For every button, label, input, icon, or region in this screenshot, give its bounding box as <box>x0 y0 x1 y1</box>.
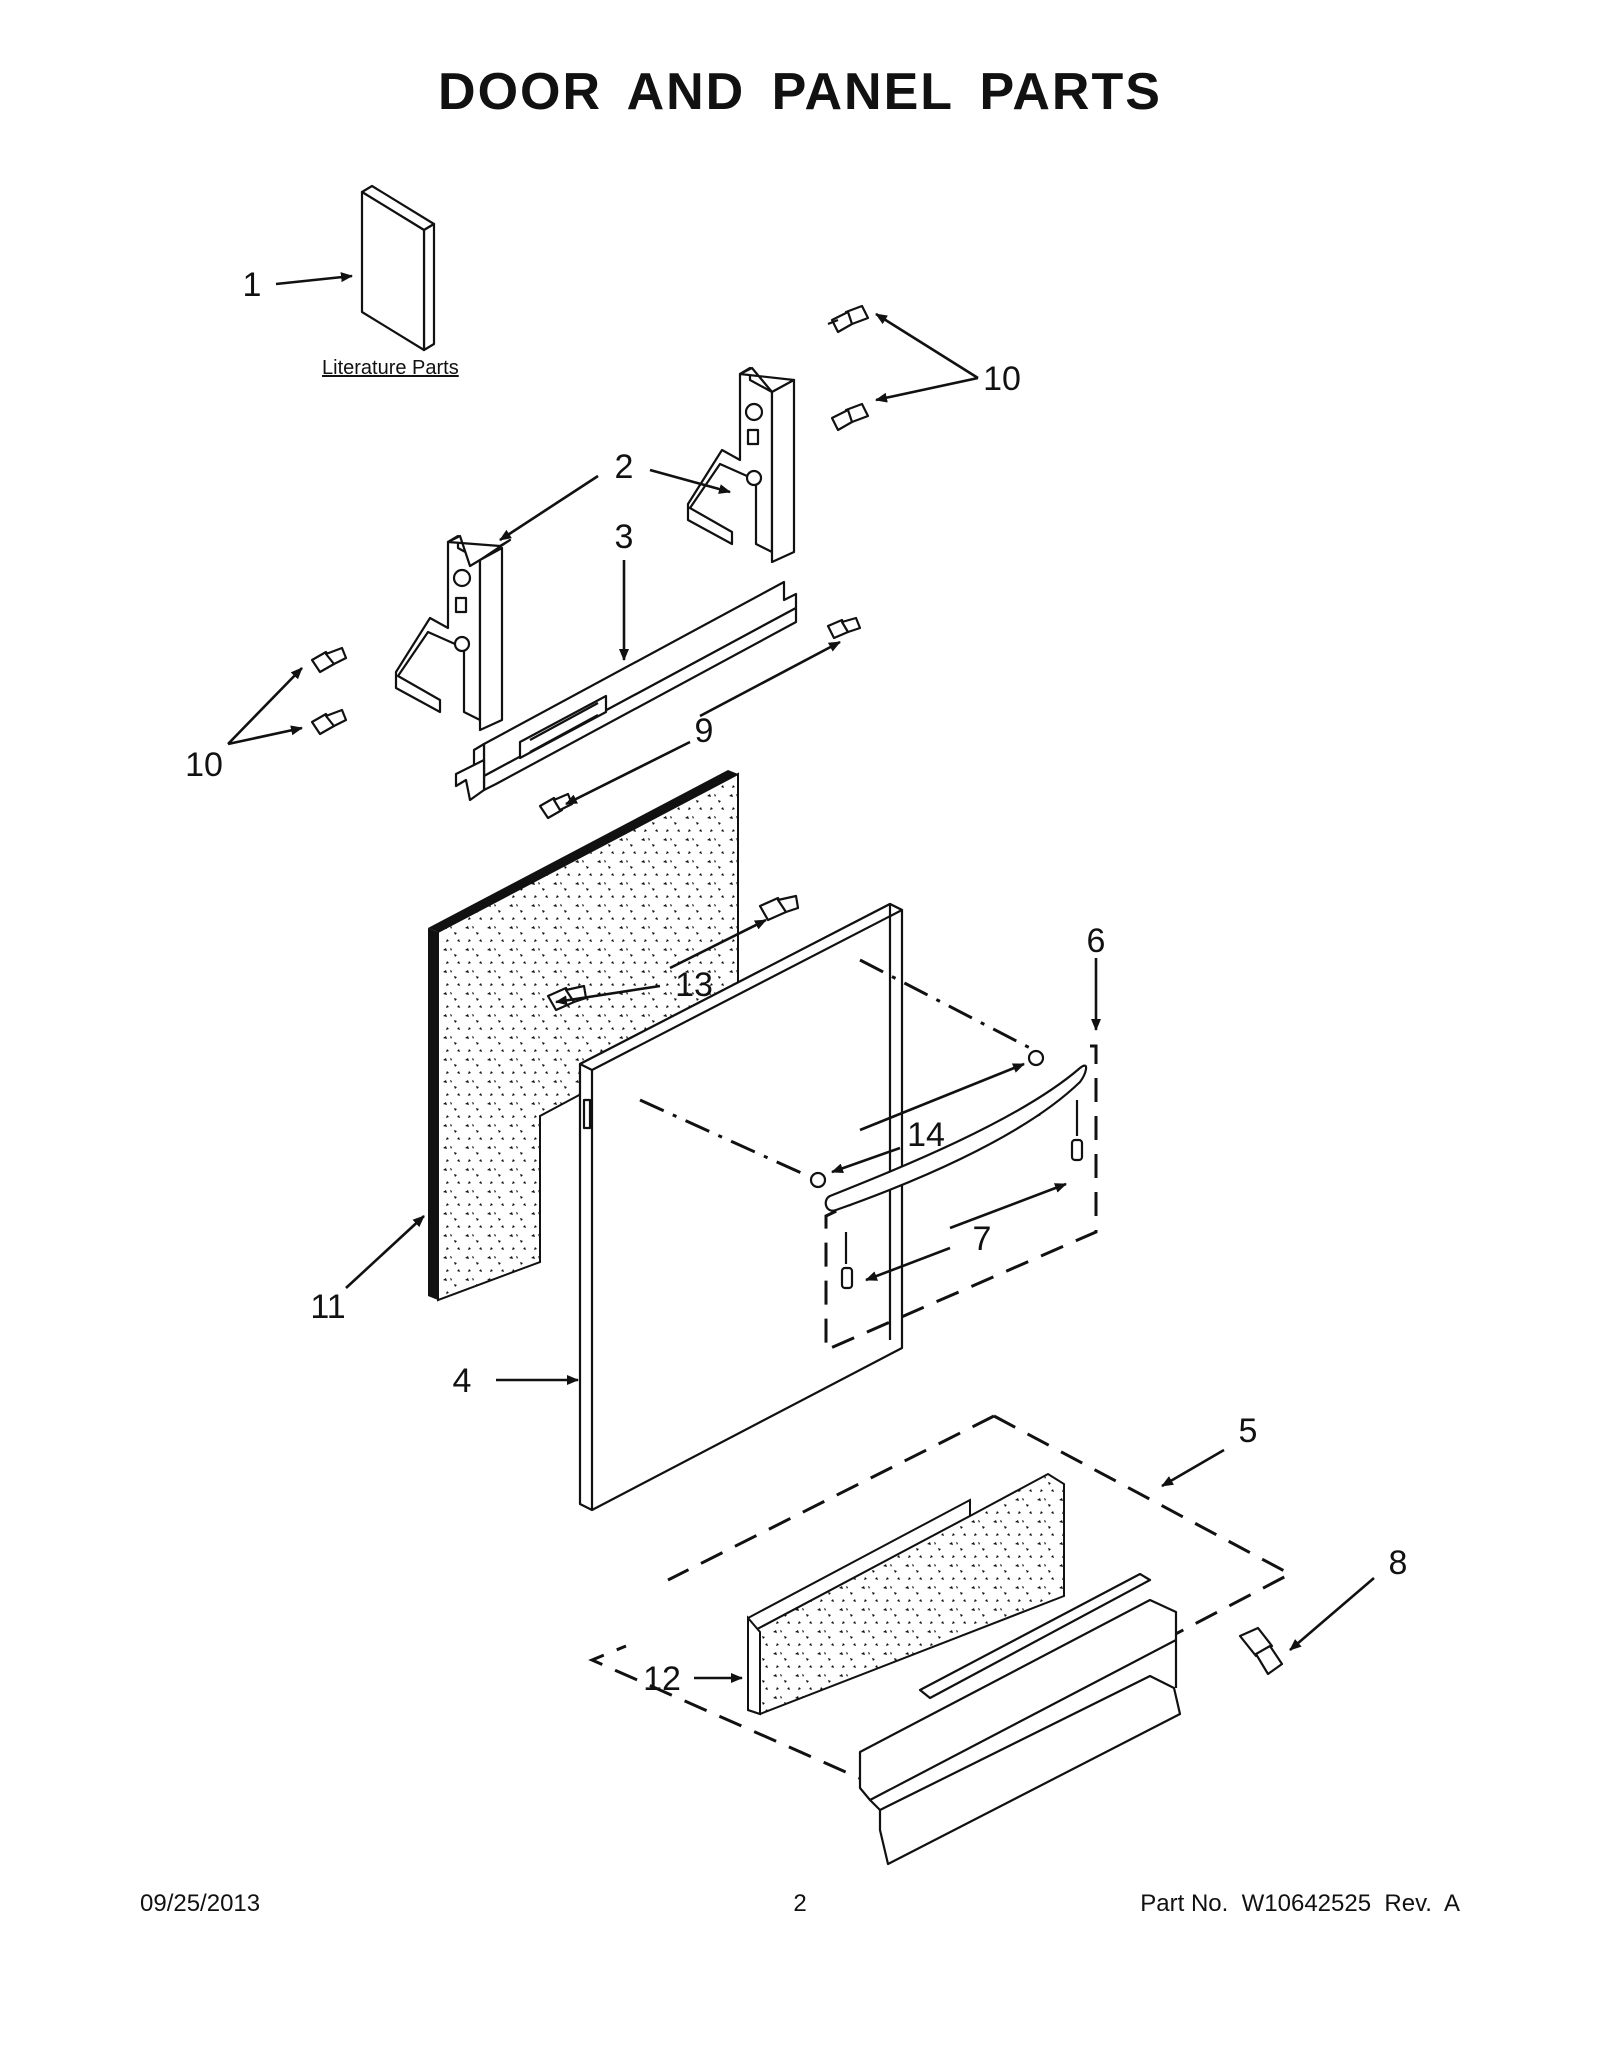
callout-10-left: 10 <box>185 746 223 784</box>
literature-parts-booklet <box>360 184 436 352</box>
callout-5: 5 <box>1239 1412 1258 1450</box>
handle-pin-b <box>840 1266 854 1290</box>
footer-date: 09/25/2013 <box>140 1890 261 1917</box>
callout-10-right: 10 <box>983 360 1021 398</box>
toe-kick-insulation <box>747 1472 1065 1716</box>
screw-10-c <box>310 646 348 674</box>
screw-9-a <box>826 616 862 640</box>
literature-parts-label: Literature Parts <box>322 357 459 379</box>
screw-13-a <box>758 894 800 922</box>
door-handle <box>809 1049 1088 1212</box>
toe-panel-screw <box>1238 1626 1284 1676</box>
door-trim-channel <box>454 580 798 802</box>
footer-page-number: 2 <box>793 1890 807 1917</box>
callout-12: 12 <box>643 1660 681 1698</box>
callout-2: 2 <box>615 448 634 486</box>
callout-8: 8 <box>1389 1544 1408 1582</box>
screw-10-d <box>310 708 348 736</box>
callout-7: 7 <box>973 1220 992 1258</box>
callout-3: 3 <box>615 518 634 556</box>
toe-kick-panel <box>858 1572 1182 1866</box>
screw-10-a <box>827 304 870 334</box>
door-hinge-bracket-left <box>394 534 512 732</box>
screw-9-b <box>538 792 574 820</box>
outer-door-panel <box>578 902 904 1512</box>
callout-9: 9 <box>695 712 714 750</box>
callout-14: 14 <box>907 1116 945 1154</box>
callout-4: 4 <box>453 1362 472 1400</box>
door-hinge-bracket-right <box>686 366 796 564</box>
callout-11: 11 <box>310 1288 345 1326</box>
door-insulation-panel <box>428 770 739 1302</box>
handle-pin-a <box>1070 1138 1084 1162</box>
screw-10-b <box>830 402 870 432</box>
page-title: DOOR AND PANEL PARTS <box>438 63 1162 121</box>
callout-1: 1 <box>243 266 262 304</box>
footer-part-number: Part No. W10642525 Rev. A <box>1140 1890 1460 1917</box>
callout-6: 6 <box>1087 922 1106 960</box>
callout-13: 13 <box>675 966 713 1004</box>
